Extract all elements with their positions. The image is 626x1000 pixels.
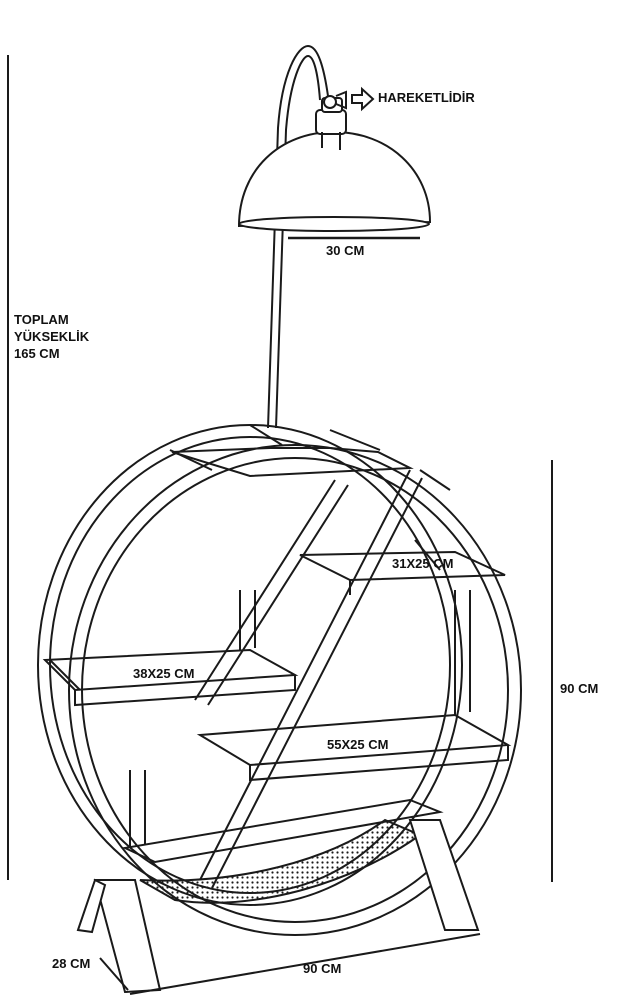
movable-label: HAREKETLİDİR: [378, 90, 475, 105]
shelf-middle-label: 55X25 CM: [327, 737, 389, 752]
mesh-bottom-shelf: [139, 818, 423, 904]
lamp-diameter-label: 30 CM: [326, 243, 365, 258]
frame-height-label: 90 CM: [560, 681, 599, 696]
total-height-label-line1: TOPLAM: [14, 312, 69, 327]
movable-knob-icon: [323, 90, 347, 110]
width-dimension-line: [129, 933, 481, 995]
arrow-right-icon: [351, 86, 375, 112]
shelf-top-right-label: 31X25 CM: [392, 556, 454, 571]
lamp-pole: [267, 44, 329, 429]
total-height-label-line3: 165 CM: [14, 346, 60, 361]
lamp-shade: [237, 97, 432, 232]
depth-dimension-line: [99, 957, 129, 991]
depth-label: 28 CM: [52, 956, 91, 971]
width-label: 90 CM: [303, 961, 342, 976]
shelf-left-label: 38X25 CM: [133, 666, 195, 681]
shelf-legs: [76, 819, 480, 994]
total-height-label-line2: YÜKSEKLİK: [14, 329, 90, 344]
shelves-and-dividers: [42, 469, 512, 889]
